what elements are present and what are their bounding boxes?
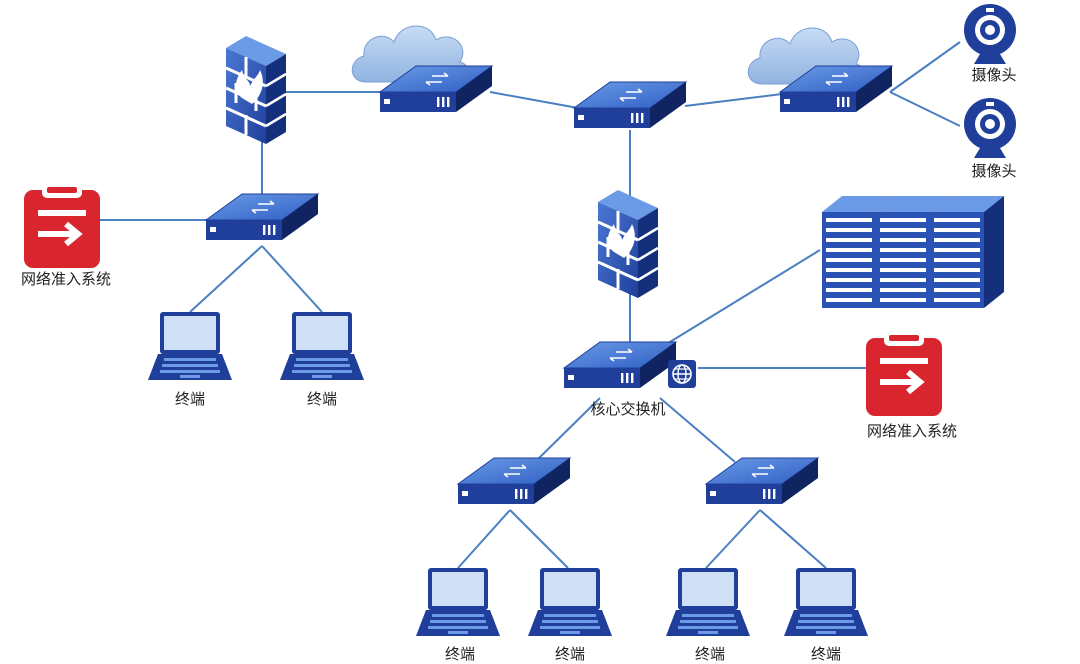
link-switch-bottom-right-to-laptop-6 [759,509,827,569]
laptop-icon-5 [666,568,750,636]
terminal-label-6: 终端 [810,645,842,663]
switch-icon-bottom-right [705,457,819,505]
terminal-label-4: 终端 [554,645,586,663]
terminal-label-1: 终端 [174,390,206,408]
camera-label-2: 摄像头 [971,162,1017,180]
link-core-switch-to-switch-bottom-left [534,397,601,463]
link-core-switch-to-switch-bottom-right [659,397,736,463]
link-switch-left-to-laptop-2 [261,245,323,313]
laptop-icon-6 [784,568,868,636]
globe-icon [668,360,696,388]
switch-icon-left [205,193,319,241]
link-switch-bottom-left-to-laptop-4 [509,509,569,569]
switch-icon-core [563,341,677,389]
link-switch-left-to-laptop-1 [189,245,263,313]
firewall-icon-left [224,34,288,146]
link-switch-bottom-left-to-laptop-3 [457,509,511,569]
link-cloud-switch-right-to-camera-1 [889,41,961,93]
network-links [100,41,961,569]
camera-label-1: 摄像头 [971,66,1017,84]
switch-icon-bottom-left [457,457,571,505]
terminal-label-5: 终端 [694,645,726,663]
server-rack-icon [822,196,1004,308]
webcam-icon-1 [964,4,1016,64]
webcam-icon-2 [964,98,1016,158]
laptop-icon-1 [148,312,232,380]
link-switch-top-center-to-cloud-switch-right [684,93,783,107]
link-cloud-switch-left-to-switch-top-center [489,91,579,109]
link-cloud-switch-right-to-camera-2 [889,91,961,127]
terminal-label-2: 终端 [306,390,338,408]
core-switch-label: 核心交换机 [590,400,666,418]
nac-label-left: 网络准入系统 [20,270,112,288]
nac-label-right: 网络准入系统 [866,422,958,440]
laptop-icon-2 [280,312,364,380]
laptop-icon-3 [416,568,500,636]
laptop-icon-4 [528,568,612,636]
terminal-label-3: 终端 [444,645,476,663]
nac-icon-right [866,330,942,416]
link-server-to-core-switch [664,249,821,346]
link-switch-bottom-right-to-laptop-5 [705,509,761,569]
nac-icon-left [24,182,100,268]
firewall-icon-center [596,188,660,300]
switch-icon-top-center [573,81,687,129]
